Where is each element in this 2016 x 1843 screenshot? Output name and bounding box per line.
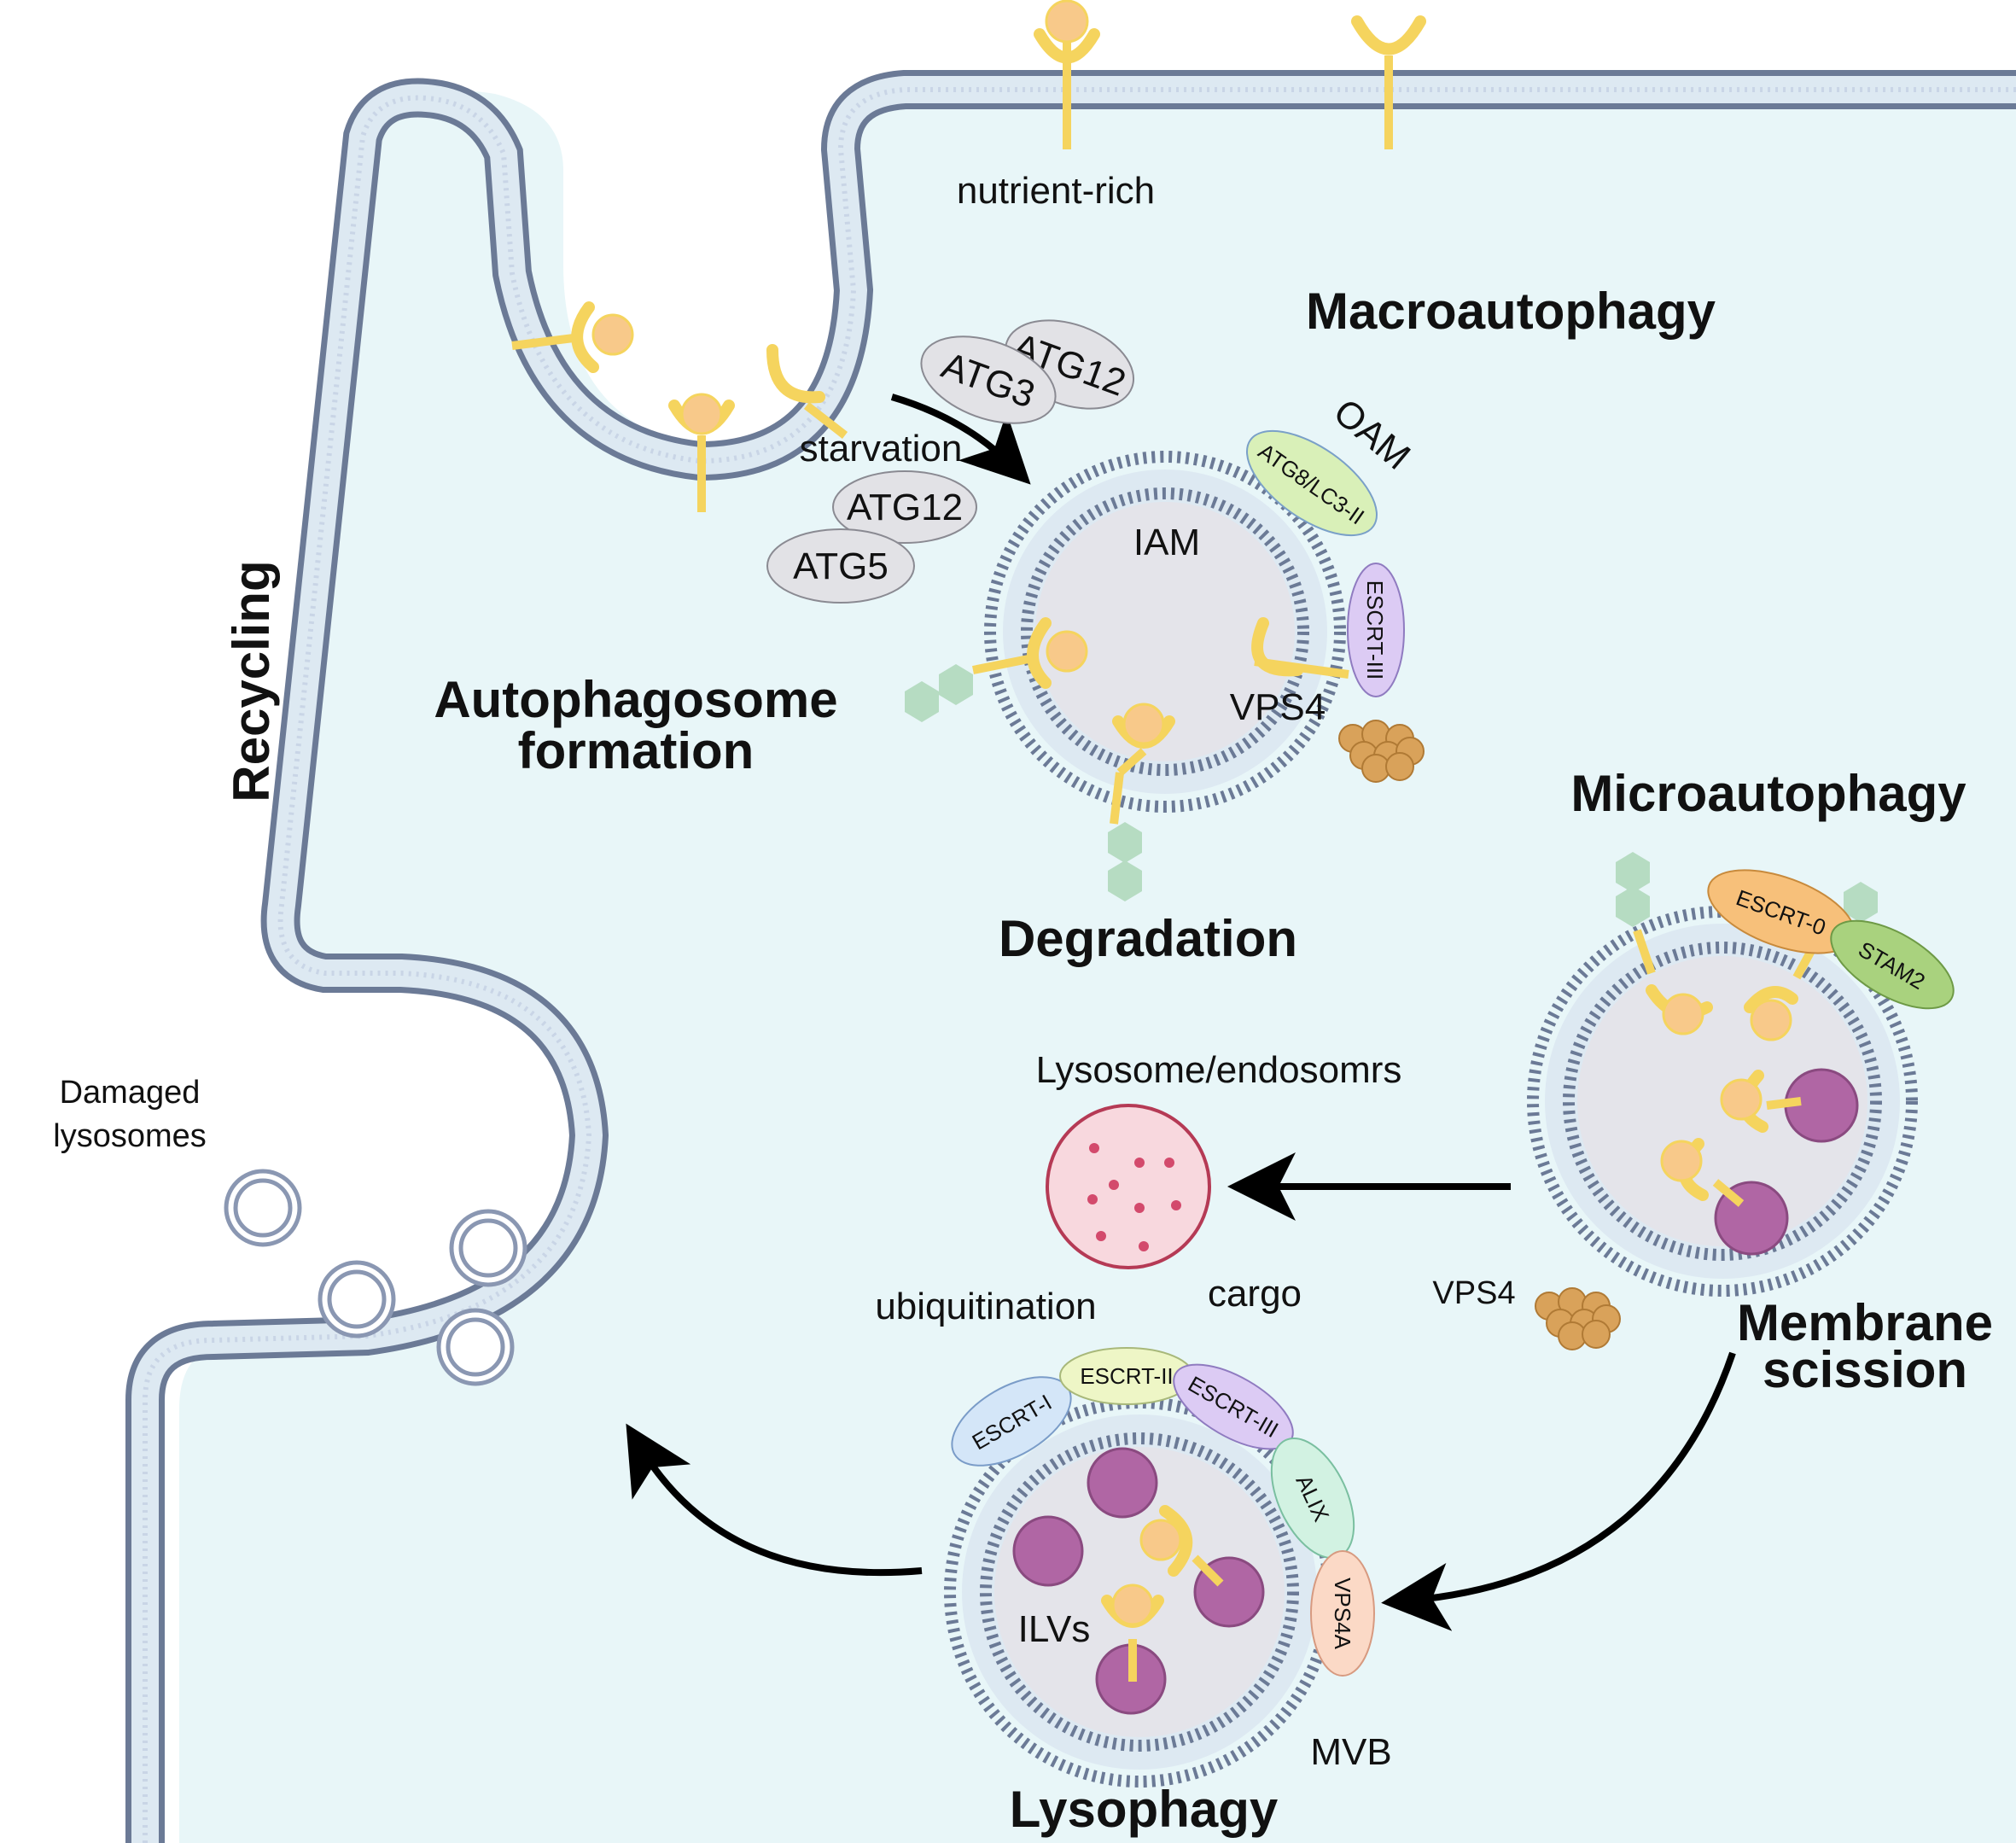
iam-label: IAM (1133, 522, 1200, 563)
escrt2-label: ESCRT-II (1080, 1363, 1173, 1389)
macroautophagy-title: Macroautophagy (1306, 283, 1716, 340)
cytoplasm (179, 90, 2016, 1843)
escrt3-top-complex: ESCRT-III (1347, 563, 1405, 697)
lysosome-endosomes-label: Lysosome/endosomrs (1036, 1049, 1402, 1091)
autophagosome-title-line1: Autophagosome (434, 671, 837, 728)
starvation-arrow (890, 394, 1031, 485)
microautophagy-title: Microautophagy (1570, 765, 1966, 822)
stam2-complex: STAM2 (1830, 919, 1955, 1010)
degradation-title: Degradation (999, 910, 1297, 967)
surface-receptors (1034, 0, 1426, 149)
escrt1-complex: ESCRT-I (951, 1376, 1072, 1467)
vps4-cluster-top (1338, 720, 1425, 783)
autophagosome-title-line2: formation (518, 722, 755, 779)
autophagosome (972, 451, 1349, 825)
nutrient-rich-label: nutrient-rich (957, 170, 1155, 212)
vps4a-label: VPS4A (1330, 1578, 1355, 1649)
vps4-cluster-mid (1535, 1287, 1621, 1350)
atg12-low-complex: ATG12 (832, 470, 977, 544)
recycling-label: Recycling (223, 560, 280, 802)
vps4a-complex: VPS4A (1310, 1550, 1375, 1677)
plasma-membrane (125, 70, 2016, 1843)
starvation-label: starvation (800, 428, 963, 469)
microautophagy-vesicle (1527, 906, 1918, 1297)
lysosome (1046, 1104, 1211, 1269)
scission-arrow (1381, 1351, 1736, 1631)
atg3-complex: ATG3 (920, 335, 1057, 424)
cargo-hexagons (905, 664, 1878, 927)
recycling-arrow (626, 1423, 923, 1577)
escrt2-complex: ESCRT-II (1059, 1347, 1194, 1405)
vps4-mid-label: VPS4 (1432, 1275, 1515, 1311)
mvb-label: MVB (1310, 1731, 1391, 1773)
escrt0-complex: ESCRT-0 (1707, 869, 1856, 954)
vps4-top-label: VPS4 (1230, 686, 1326, 728)
atg5-label: ATG5 (793, 545, 889, 587)
membrane-scission-title-line1: Membrane (1737, 1294, 1993, 1351)
atg5-complex: ATG5 (766, 528, 915, 604)
cargo-label: cargo (1208, 1273, 1302, 1315)
ubiquitination-label: ubiquitination (875, 1286, 1096, 1327)
alix-complex: ALIX (1270, 1437, 1355, 1560)
atg12-low-label: ATG12 (847, 487, 963, 528)
ilvs-label: ILVs (1018, 1608, 1091, 1650)
mvb (944, 1397, 1335, 1788)
escrt3-top-label: ESCRT-III (1362, 580, 1388, 680)
damaged-lysosomes (224, 1169, 527, 1386)
membrane-scission-title-line2: scission (1763, 1341, 1967, 1398)
lysophagy-title: Lysophagy (1010, 1781, 1279, 1838)
damaged-lysosomes-label-line1: Damaged (60, 1075, 201, 1111)
pocket-receptors (511, 301, 848, 512)
damaged-lysosomes-label-line2: lysosomes (53, 1118, 207, 1154)
